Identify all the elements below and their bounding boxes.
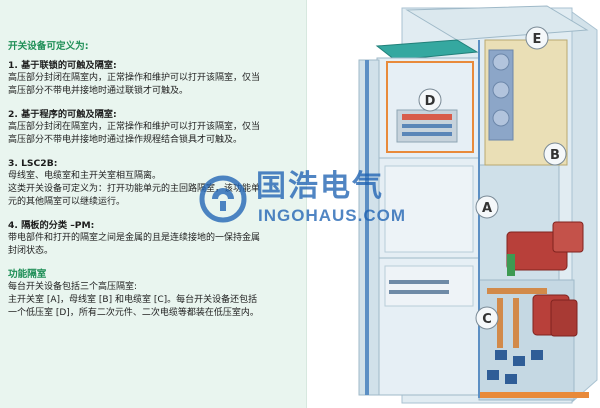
section-2-line-2: 高压部分不带电并接地时通过操作规程结合锁具才可触及。 (8, 135, 243, 145)
disconnector-pole (552, 221, 584, 253)
section-3-line-3: 元的其他隔室可以继续运行。 (8, 197, 126, 207)
insulator-1 (492, 53, 510, 71)
cable-glands-3 (531, 350, 543, 360)
description-panel: 开关设备可定义为: 1. 基于联锁的可触及隔室: 高压部分封闭在隔室内，正常操作… (0, 0, 307, 408)
lv-wiring-2 (402, 132, 452, 136)
switchgear-diagram: E D B A C (307, 0, 600, 408)
cable-terminal (550, 299, 578, 337)
copper-busbar-3 (513, 298, 519, 348)
section-4-line-2: 封闭状态。 (8, 246, 54, 256)
insulator-2 (492, 81, 510, 99)
label-c-marker: C (475, 306, 499, 330)
functional-line-2: 主开关室 [A]，母线室 [B] 和电缆室 [C]。每台开关设备还包括 (8, 295, 258, 305)
functional-line-1: 每台开关设备包括三个高压隔室: (8, 282, 138, 292)
label-a-marker: A (475, 195, 499, 219)
label-b: B (550, 148, 560, 163)
lv-terminal-strip (402, 114, 452, 120)
label-b-marker: B (543, 142, 567, 166)
lower-vent-1 (389, 280, 449, 284)
front-frame-strip (365, 60, 369, 395)
section-4: 4. 隔板的分类 –PM: 带电部件和打开的隔室之间是金属的且是连续接地的一保持… (8, 219, 300, 258)
watermark-domain-text: INGOHAUS.COM (258, 206, 406, 225)
section-1-line-2: 高压部分不带电并接地时通过联锁才可触及。 (8, 86, 189, 96)
label-c: C (482, 312, 492, 327)
section-1-line-1: 高压部分封闭在隔室内，正常操作和维护可以打开该隔室，仅当 (8, 73, 261, 83)
middle-door-inner (384, 165, 474, 253)
cable-glands-1 (495, 350, 507, 360)
section-1: 1. 基于联锁的可触及隔室: 高压部分封闭在隔室内，正常操作和维护可以打开该隔室… (8, 59, 300, 98)
earthing-switch (507, 254, 515, 276)
copper-busbar-1 (487, 288, 547, 294)
label-d-marker: D (418, 88, 442, 112)
section-2-line-1: 高压部分封闭在隔室内，正常操作和维护可以打开该隔室，仅当 (8, 122, 261, 132)
insulator-3 (492, 109, 510, 127)
cable-glands-5 (505, 374, 517, 384)
section-1-title: 1. 基于联锁的可触及隔室: (8, 60, 117, 71)
section-2: 2. 基于程序的可触及隔室: 高压部分封闭在隔室内，正常操作和维护可以打开该隔室… (8, 108, 300, 147)
cabinet-side-wall (571, 11, 598, 404)
section-3-line-2: 这类开关设备可定义为：打开功能单元的主回路隔室，该功能单 (8, 184, 261, 194)
lower-door-window (384, 265, 474, 307)
functional-title: 功能隔室 (8, 269, 47, 280)
floor-frame (479, 392, 589, 398)
label-e-marker: E (525, 26, 549, 50)
lv-compartment-frame (386, 61, 474, 153)
section-2-title: 2. 基于程序的可触及隔室: (8, 109, 117, 120)
section-3: 3. LSC2B: 母线室、电缆室和主开关室相互隔离。 这类开关设备可定义为：打… (8, 157, 300, 209)
section-3-line-1: 母线室、电缆室和主开关室相互隔离。 (8, 171, 162, 181)
functional-line-3: 一个低压室 [D]，所有二次元件、二次电缆等都装在低压室内。 (8, 308, 259, 318)
section-4-title: 4. 隔板的分类 –PM: (8, 220, 95, 231)
label-d: D (425, 94, 436, 109)
label-e: E (533, 32, 542, 47)
cable-glands-2 (513, 356, 525, 366)
lv-compartment-roof (375, 39, 479, 61)
section-3-title: 3. LSC2B: (8, 158, 58, 169)
label-a: A (482, 201, 492, 216)
lv-wiring (402, 124, 452, 128)
switchgear-cutaway-illustration: E D B A C (358, 5, 598, 404)
panel-heading: 开关设备可定义为: (8, 41, 89, 52)
functional-section: 功能隔室 每台开关设备包括三个高压隔室: 主开关室 [A]，母线室 [B] 和电… (8, 268, 300, 320)
cable-glands-4 (487, 370, 499, 380)
watermark-chinese-text: 国浩电气 (256, 169, 384, 204)
copper-busbar-2 (497, 298, 503, 348)
section-4-line-1: 带电部件和打开的隔室之间是金属的且是连续接地的一保持金属 (8, 233, 261, 243)
watermark-logo-icon (199, 175, 247, 223)
description-text: 开关设备可定义为: 1. 基于联锁的可触及隔室: 高压部分封闭在隔室内，正常操作… (8, 38, 300, 330)
watermark: 国浩电气 INGOHAUS.COM (198, 166, 428, 236)
lower-vent-2 (389, 290, 449, 294)
